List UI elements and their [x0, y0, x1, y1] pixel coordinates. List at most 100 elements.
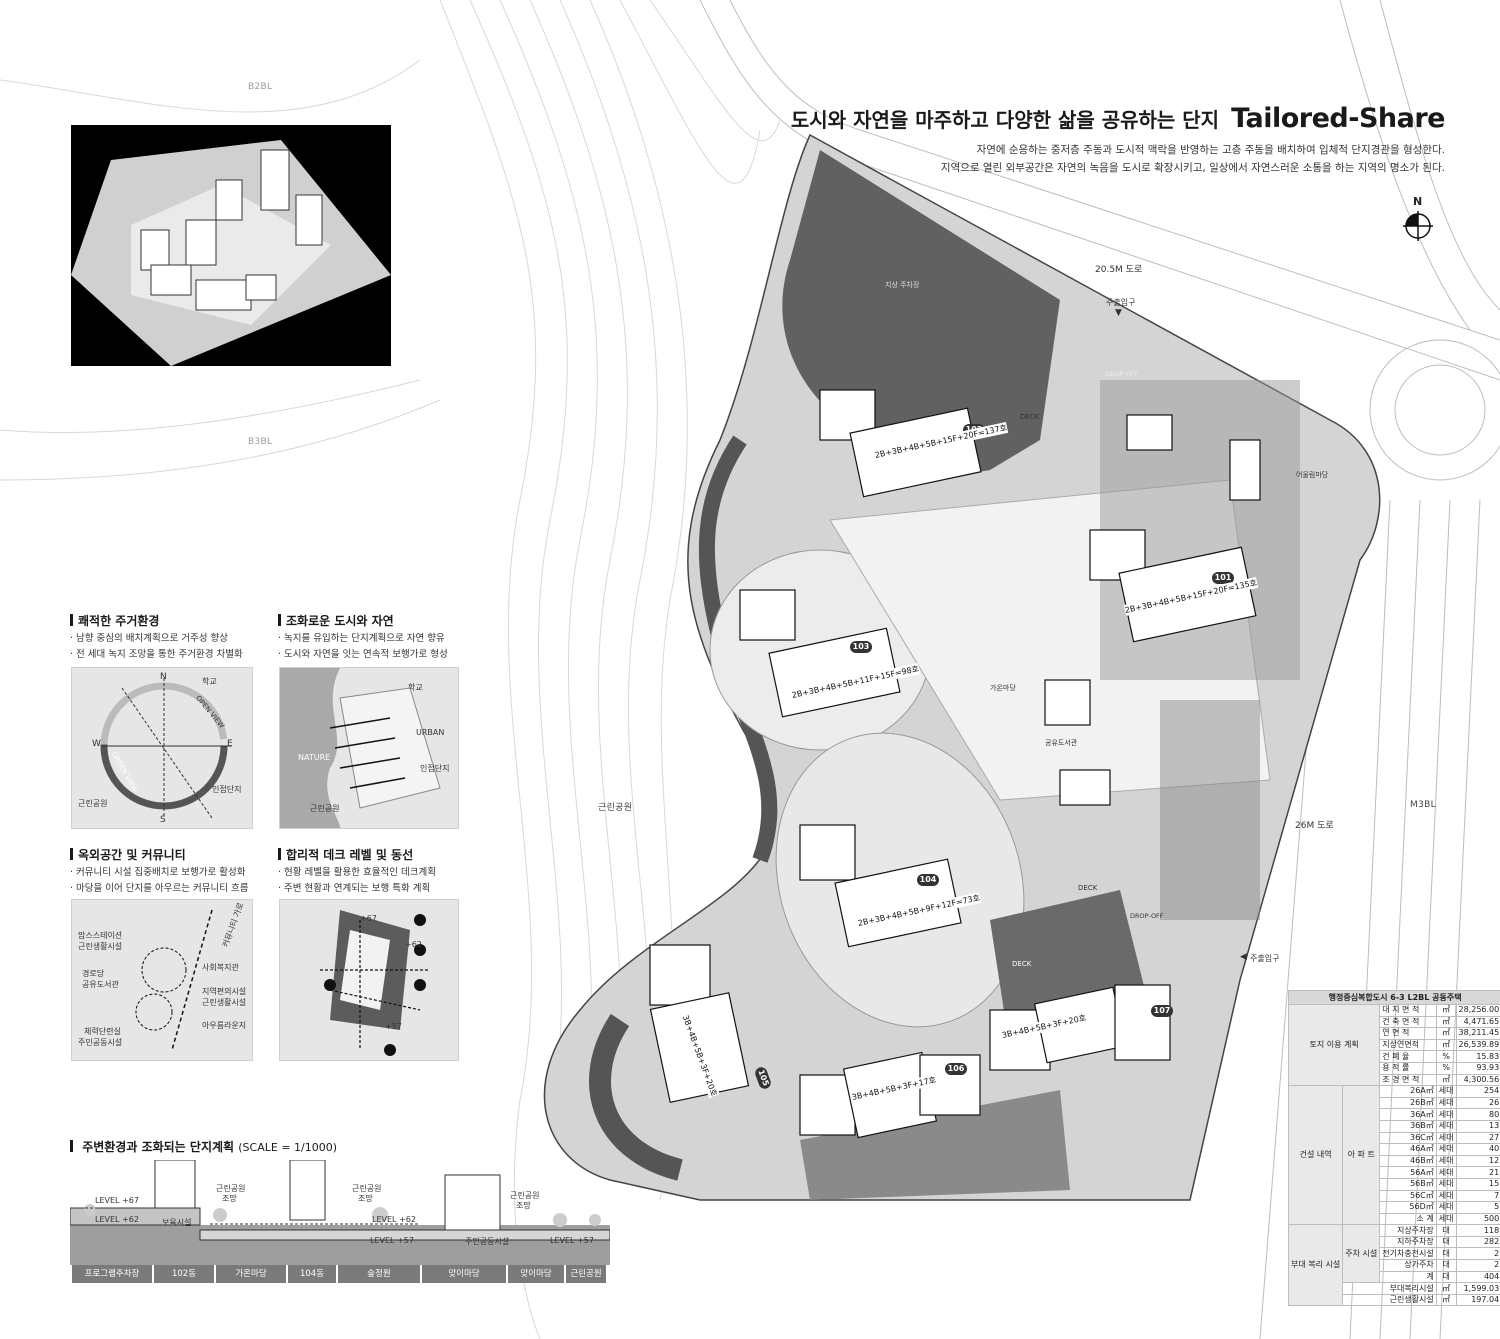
section-park-note-3: 근린공원: [510, 1191, 540, 1200]
stats-build-value: 27: [1455, 1131, 1500, 1145]
adjacent-label-a: 인접단지: [212, 785, 242, 794]
level-62-label: +62: [405, 940, 422, 949]
compass-n: N: [160, 672, 167, 682]
stats-land-unit: ㎡: [1435, 1004, 1457, 1017]
stats-land-unit: ㎡: [1435, 1015, 1457, 1029]
stats-build-unit: 세대: [1435, 1131, 1457, 1145]
stats-land-value: 38,211.45: [1455, 1027, 1500, 1040]
section-b-diagram: 학교 URBAN NATURE 인접단지 근린공원: [279, 667, 459, 829]
stats-land-value: 93.93: [1455, 1061, 1500, 1075]
stats-extra-unit: 대: [1435, 1224, 1457, 1237]
stats-extra-category: 부대 복리 시설: [1287, 1224, 1344, 1307]
community-label-r1: 사회복지관: [202, 963, 239, 972]
level-57-tag-a: LEVEL +57: [370, 1236, 414, 1245]
stats-build-label: 36B㎡: [1379, 1119, 1437, 1133]
stats-build-label: 36C㎡: [1379, 1131, 1437, 1145]
stats-build-unit: 세대: [1435, 1189, 1457, 1203]
level-67-tag: LEVEL +67: [95, 1196, 139, 1205]
stats-build-unit: 세대: [1435, 1154, 1457, 1168]
adjacent-label-b: 인접단지: [420, 764, 450, 773]
stats-extra-value: 2: [1455, 1247, 1500, 1261]
stats-build-unit: 세대: [1435, 1108, 1457, 1121]
stats-build-label: 36A㎡: [1379, 1108, 1437, 1121]
stats-land-label: 용 적 률: [1379, 1061, 1437, 1075]
stats-extra-sub: 주차 시설: [1342, 1224, 1381, 1284]
building-103-badge[interactable]: 103: [850, 641, 872, 653]
stats-extra-value: 404: [1455, 1270, 1500, 1284]
stats-extra-label: 지하주차장: [1379, 1235, 1437, 1249]
building-101-badge[interactable]: 101: [1212, 572, 1234, 584]
community-label-4: 공유도서관: [82, 980, 119, 989]
stats-build-label: 26B㎡: [1379, 1096, 1437, 1110]
section-tag-gaon: 가온마당: [216, 1265, 286, 1283]
stats-build-label: 56A㎡: [1379, 1166, 1437, 1179]
stats-extra-value: 1,599.03: [1455, 1282, 1500, 1295]
stats-build-unit: 세대: [1435, 1212, 1457, 1226]
section-a-bullet-2: · 전 세대 녹지 조망을 통한 주거환경 차별화: [70, 649, 243, 660]
section-tag-104: 104동: [288, 1265, 336, 1283]
building-106-badge[interactable]: 106: [945, 1063, 967, 1075]
building-104-badge[interactable]: 104: [917, 874, 939, 886]
community-label-6: 주민공동시설: [78, 1038, 123, 1047]
compass-s: S: [160, 815, 166, 825]
community-label-1: 맘스스테이션: [78, 931, 123, 940]
level-57-tag-b: LEVEL +57: [550, 1236, 594, 1245]
section-park-note-1: 근린공원: [216, 1184, 246, 1193]
m3bl-label: M3BL: [1410, 800, 1436, 810]
dropoff-label-2: DROP-OFF: [1130, 912, 1164, 920]
stats-land-unit: %: [1435, 1061, 1457, 1075]
stats-land-category: 토지 이용 계획: [1287, 1003, 1381, 1087]
compass-e: E: [227, 739, 233, 749]
stats-build-unit: 세대: [1435, 1119, 1457, 1133]
stats-land-unit: ㎡: [1435, 1027, 1457, 1040]
section-a-bullet-1: · 남향 중심의 배치계획으로 거주성 향상: [70, 633, 228, 644]
community-diagram: [135, 909, 213, 1051]
stats-build-value: 254: [1455, 1085, 1500, 1098]
entrance-east-arrow-icon: ◀: [1240, 952, 1247, 962]
section-e-title-text: 주변환경과 조화되는 단지계획: [82, 1140, 235, 1154]
stats-extra-value: 282: [1455, 1235, 1500, 1249]
stats-land-label: 대 지 면 적: [1379, 1004, 1437, 1017]
section-tag-forest: 숲정원: [338, 1265, 420, 1283]
section-d-bullet-2: · 주변 현황과 연계되는 보행 특화 계획: [278, 883, 431, 894]
section-view-note-1: 조망: [222, 1194, 237, 1203]
stats-land-value: 28,256.00: [1455, 1004, 1500, 1017]
stats-build-label: 26A㎡: [1379, 1085, 1437, 1098]
section-c-title: 옥외공간 및 커뮤니티: [70, 846, 186, 863]
stats-land-label: 연 면 적: [1379, 1027, 1437, 1040]
community-label-3: 경로당: [82, 969, 105, 978]
stats-extra-label: 부대복리시설: [1342, 1282, 1437, 1295]
section-park-note-2: 근린공원: [352, 1184, 382, 1193]
stats-build-label: 46A㎡: [1379, 1143, 1437, 1156]
main-entrance-north: 주출입구: [1106, 298, 1136, 307]
section-d-title: 합리적 데크 레벨 및 동선: [278, 846, 413, 863]
stats-extra-value: 118: [1455, 1224, 1500, 1237]
stats-build-label: 56C㎡: [1379, 1189, 1437, 1203]
stats-extra-label: 상가주차: [1379, 1259, 1437, 1272]
road-east-label: 26M 도로: [1295, 821, 1334, 831]
stats-land-label: 건 축 면 적: [1379, 1015, 1437, 1029]
b2bl-label: B2BL: [248, 82, 273, 92]
stats-build-label: 56B㎡: [1379, 1177, 1437, 1191]
stats-extra-unit: 대: [1435, 1235, 1457, 1249]
stats-build-value: 80: [1455, 1108, 1500, 1121]
level-62-tag-b: LEVEL +62: [372, 1215, 416, 1224]
stats-build-value: 26: [1455, 1096, 1500, 1110]
section-e-scale: (SCALE = 1/1000): [238, 1141, 338, 1154]
dropoff-label-1: DROP-OFF: [1105, 370, 1139, 378]
building-107-badge[interactable]: 107: [1151, 1005, 1173, 1017]
b3bl-label: B3BL: [248, 437, 273, 447]
plaza-east-label: 어울림마당: [1296, 471, 1329, 479]
community-label-5: 체력단련실: [84, 1027, 121, 1036]
site-model-drawing: [71, 140, 391, 366]
